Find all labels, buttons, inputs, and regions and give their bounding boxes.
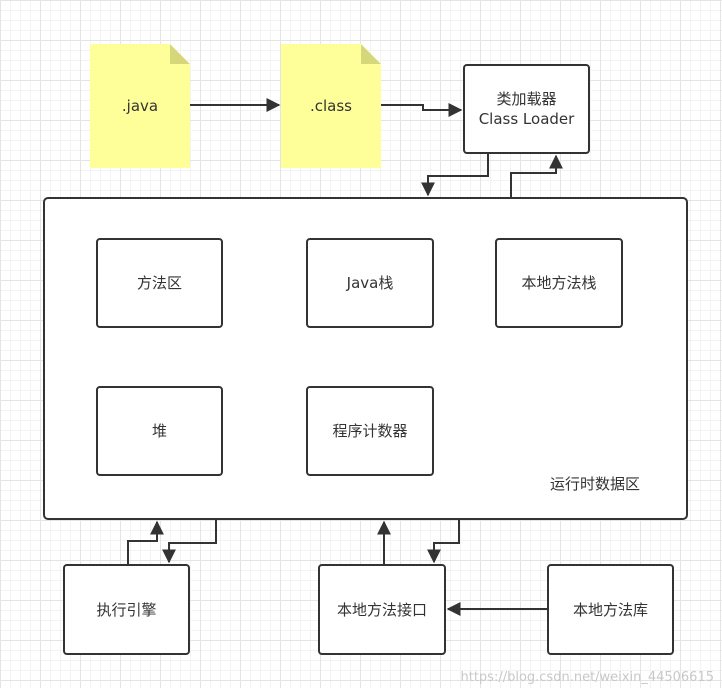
pc-register-label: 程序计数器	[332, 422, 408, 440]
runtime-area-label: 运行时数据区	[550, 475, 641, 493]
java-file-label: .java	[121, 97, 159, 115]
class-to-loader-arrow	[381, 103, 463, 117]
native-method-stack-label: 本地方法栈	[521, 274, 597, 292]
native-library-label: 本地方法库	[572, 600, 648, 619]
native-library-box[interactable]: 本地方法库	[547, 564, 674, 655]
runtime-to-loader-arrow	[510, 154, 563, 197]
pc-register-box[interactable]: 程序计数器	[306, 386, 434, 476]
runtime-to-engine-arrow	[162, 520, 217, 564]
native-method-stack-box[interactable]: 本地方法栈	[495, 238, 623, 328]
class-loader-label-en: Class Loader	[478, 110, 575, 128]
java-stack-box[interactable]: Java栈	[306, 238, 434, 328]
runtime-to-interface-arrow	[427, 520, 460, 564]
method-area-box[interactable]: 方法区	[96, 238, 223, 328]
native-interface-box[interactable]: 本地方法接口	[318, 564, 446, 655]
loader-to-runtime-arrow	[421, 154, 489, 197]
native-interface-label: 本地方法接口	[336, 600, 427, 619]
class-loader-label-cn: 类加载器	[496, 90, 557, 108]
class-file[interactable]: .class	[281, 44, 381, 168]
class-file-label: .class	[309, 97, 352, 115]
java-file[interactable]: .java	[90, 44, 190, 168]
execution-engine-box[interactable]: 执行引擎	[63, 564, 190, 655]
method-area-label: 方法区	[136, 274, 182, 292]
class-loader-box[interactable]: 类加载器 Class Loader	[463, 64, 590, 154]
execution-engine-label: 执行引擎	[96, 600, 157, 619]
watermark: https://blog.csdn.net/weixin_44506615	[460, 670, 714, 685]
heap-label: 堆	[151, 422, 167, 440]
java-stack-label: Java栈	[346, 274, 394, 292]
engine-to-runtime-arrow	[127, 520, 164, 564]
heap-box[interactable]: 堆	[96, 386, 223, 476]
